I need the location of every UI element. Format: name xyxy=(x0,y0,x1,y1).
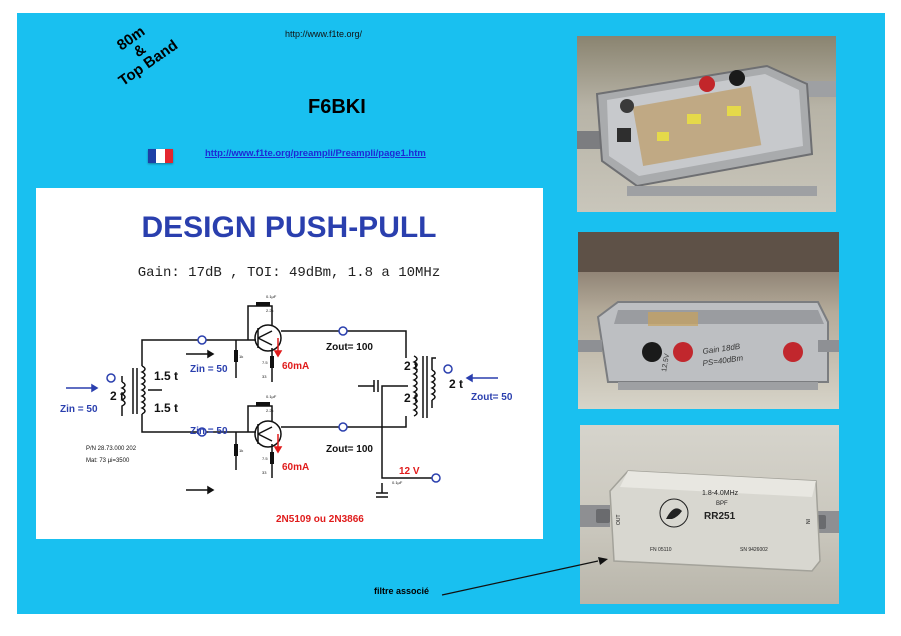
french-flag-icon xyxy=(148,149,173,163)
turns-in-primary: 2 t xyxy=(110,389,124,403)
caption-arrow xyxy=(441,557,608,596)
preamp-top-illustration xyxy=(577,64,836,196)
filter-in-label: IN xyxy=(804,519,810,524)
res-33-bottom: 33 xyxy=(262,470,267,475)
schematic-title: DESIGN PUSH-PULL xyxy=(141,211,436,244)
turns-in-secondary-bottom: 1.5 t xyxy=(154,401,178,415)
turns-out-bottom: 2 t xyxy=(404,391,418,405)
preamp-front-illustration: Gain 18dB PS=40dBm 12.5V xyxy=(578,232,839,390)
filter-band: 1.8-4.0MHz xyxy=(702,490,739,497)
photo2-note-voltage: 12.5V xyxy=(661,353,671,373)
filter-model: RR251 xyxy=(704,511,736,522)
zout-right-label: Zout= 50 xyxy=(471,392,513,403)
core-material: Mat: 73 µi=3500 xyxy=(86,458,130,464)
zin-top-label: Zin = 50 xyxy=(190,364,228,375)
filter-fn: FN 05110 xyxy=(650,547,672,553)
current-arrows xyxy=(273,338,283,454)
site-url: http://www.f1te.org/ xyxy=(285,29,363,39)
zout-top-label: Zout= 100 xyxy=(326,342,373,353)
res-7-5-top: 7.5 xyxy=(262,360,268,365)
schematic-panel: DESIGN PUSH-PULL Gain: 17dB , TOI: 49dBm… xyxy=(36,188,543,539)
impedance-arrows xyxy=(66,373,498,393)
transistor-types: 2N5109 ou 2N3866 xyxy=(276,514,364,525)
filter-out-label: OUT xyxy=(616,514,622,525)
schematic-diagram: DESIGN PUSH-PULL Gain: 17dB , TOI: 49dBm… xyxy=(60,211,513,525)
zout-bottom-label: Zout= 100 xyxy=(326,444,373,455)
filter-photo: 1.8-4.0MHz BPF RR251 FN 05110 SN 9426002… xyxy=(580,425,839,604)
res-2k2-bottom: 2.2k xyxy=(266,408,274,413)
supply-voltage: 12 V xyxy=(399,466,420,477)
res-2k2-top: 2.2k xyxy=(266,308,274,313)
signal-arrows xyxy=(186,349,215,495)
preamp-photo-front: Gain 18dB PS=40dBm 12.5V xyxy=(578,232,839,409)
cap-label-bottom: 0.1µF xyxy=(266,394,277,399)
res-1k-top: 1k xyxy=(239,354,243,359)
resistors xyxy=(234,302,274,464)
cap-label-top: 0.1µF xyxy=(266,294,277,299)
schematic-specs: Gain: 17dB , TOI: 49dBm, 1.8 a 10MHz xyxy=(138,265,440,281)
zin-left-label: Zin = 50 xyxy=(60,404,98,415)
filter-caption: filtre associé xyxy=(374,586,430,596)
turns-out-secondary: 2 t xyxy=(449,377,463,391)
circuit-wiring xyxy=(120,305,436,498)
turns-out-top: 2 t xyxy=(404,359,418,373)
callsign: F6BKI xyxy=(308,96,366,118)
cap-label-supply: 0.1µF xyxy=(392,480,403,485)
res-33-top: 33 xyxy=(262,374,267,379)
filter-illustration: 1.8-4.0MHz BPF RR251 FN 05110 SN 9426002… xyxy=(580,470,839,572)
current-top: 60mA xyxy=(282,361,309,372)
filter-sn: SN 9426002 xyxy=(740,547,768,553)
turns-in-secondary-top: 1.5 t xyxy=(154,369,178,383)
preampli-link[interactable]: http://www.f1te.org/preampli/Preampli/pa… xyxy=(205,148,426,159)
filter-type: BPF xyxy=(716,501,728,507)
res-7-5-bottom: 7.5 xyxy=(262,456,268,461)
zin-bottom-label: Zin = 50 xyxy=(190,426,228,437)
current-bottom: 60mA xyxy=(282,462,309,473)
core-part-number: P/N 28.73.000 202 xyxy=(86,446,137,452)
res-1k-bottom: 1k xyxy=(239,448,243,453)
connectors xyxy=(106,326,453,483)
preamp-photo-top xyxy=(577,36,836,212)
